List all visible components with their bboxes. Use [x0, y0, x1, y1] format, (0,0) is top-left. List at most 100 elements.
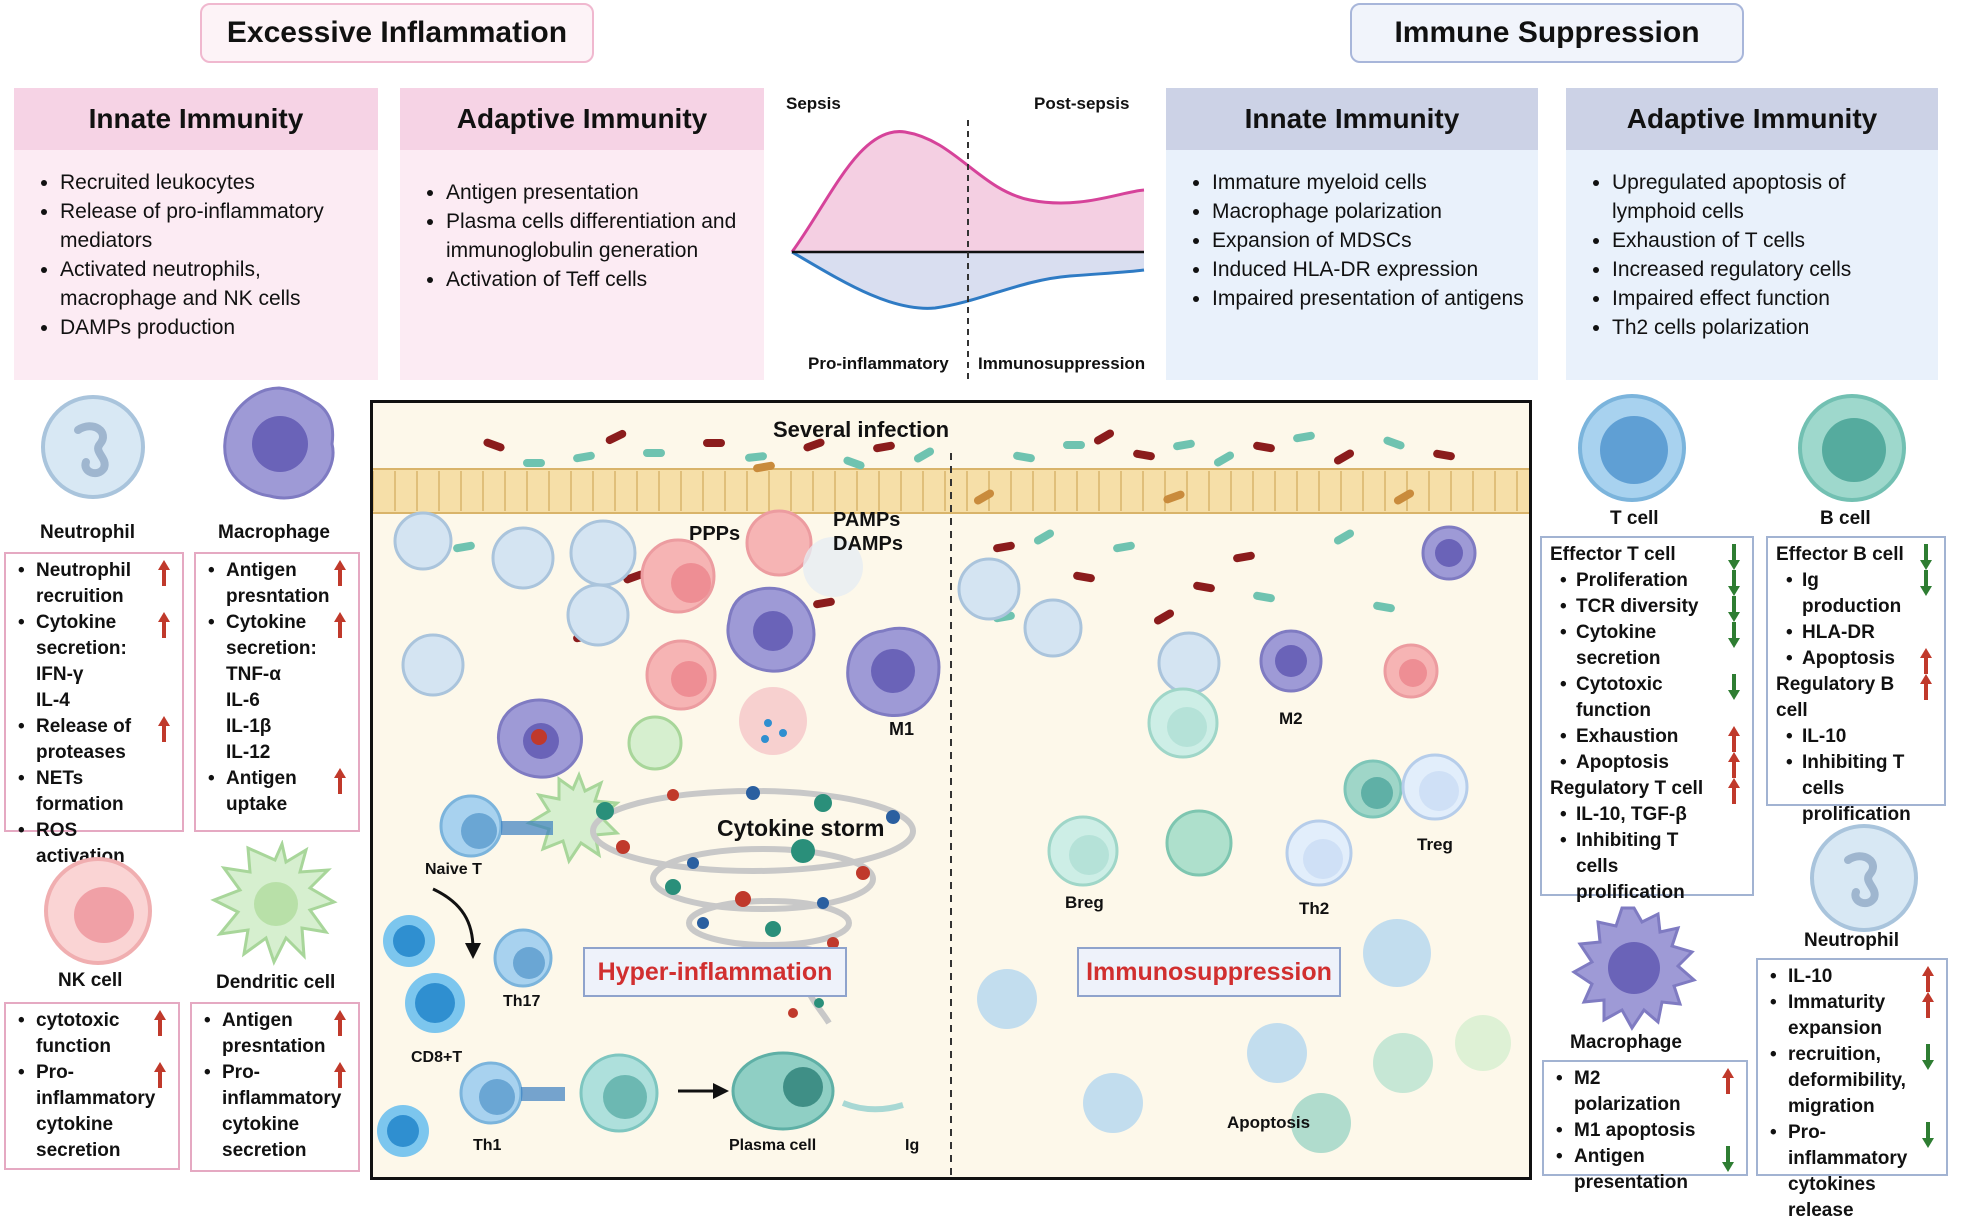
t-cell-info-box: Effector T cell •Proliferation•TCR diver…: [1540, 536, 1754, 903]
list-item: •Neutrophil recruition: [14, 558, 174, 610]
list-item: •cytotoxic function: [14, 1008, 170, 1060]
damps-label: DAMPs: [833, 533, 904, 555]
down-arrow-icon: [1920, 1120, 1936, 1158]
dendritic-cell-icon: [210, 840, 338, 966]
up-arrow-icon: [152, 1060, 168, 1098]
list-item: Antigen presentation: [446, 178, 750, 207]
down-arrow-icon: [1726, 672, 1742, 710]
list-item-text: Cytokine secretion:: [226, 612, 317, 659]
list-item: •TCR diversity: [1550, 594, 1744, 622]
up-arrow-icon: [332, 1060, 348, 1098]
immunosuppression-center-label: Immunosuppression: [1077, 947, 1341, 997]
up-arrow-icon: [1726, 750, 1742, 788]
down-arrow-icon: [1726, 568, 1742, 606]
list-item: •recruition, deformibility, migration: [1766, 1042, 1938, 1120]
list-item-text: IL-4: [36, 690, 70, 711]
neutrophil-right-icon: [1810, 824, 1918, 932]
list-item-text: IL-10: [1802, 726, 1847, 747]
list-item-text: IL-10, TGF-β: [1576, 804, 1687, 825]
up-arrow-icon: [332, 558, 348, 596]
list-item: •M2 polarization: [1552, 1066, 1738, 1118]
ig-label: Ig: [905, 1137, 920, 1154]
list-item-text: Pro-inflammatory cytokine secretion: [222, 1062, 342, 1161]
list-item: •IL-10: [1786, 726, 1847, 747]
list-item: •IL-10, TGF-β: [1560, 804, 1687, 825]
immunosuppression-area: [792, 252, 1144, 309]
list-item-text: M2 polarization: [1574, 1068, 1681, 1115]
list-item: Activation of Teff cells: [446, 265, 750, 294]
list-item: •Inhibiting T cells prolification: [1786, 752, 1911, 825]
treg-label: Treg: [1417, 835, 1453, 854]
th17-label: Th17: [503, 993, 541, 1010]
down-arrow-icon: [1918, 542, 1934, 580]
list-item: •Apoptosis: [1550, 750, 1744, 778]
list-item-text: Exhaustion: [1576, 726, 1679, 747]
list-item-text: cytotoxic function: [36, 1010, 120, 1057]
macrophage-info-box: •Antigen presntation•Cytokine secretion:…: [194, 552, 360, 832]
pro-inflammatory-label: Pro-inflammatory: [808, 354, 949, 373]
list-item-text: Pro-inflammatory cytokine secretion: [36, 1062, 156, 1161]
list-item: Release of pro-inflammatory mediators: [60, 197, 364, 255]
th2-label: Th2: [1299, 899, 1330, 918]
list-item-text: Pro-inflammatory cytokines release: [1788, 1122, 1908, 1221]
cytokine-storm-label: Cytokine storm: [717, 815, 885, 841]
list-item: •Immaturity expansion: [1766, 990, 1938, 1042]
list-item-text: Immaturity expansion: [1788, 992, 1886, 1039]
innate-immunity-left-panel: Innate Immunity Recruited leukocytesRele…: [14, 88, 378, 380]
list-item: •Exhaustion: [1550, 724, 1744, 752]
sepsis-label: Sepsis: [786, 94, 841, 113]
list-item-text: Antigen presntation: [222, 1010, 326, 1057]
excessive-inflammation-banner: Excessive Inflammation: [200, 3, 594, 63]
immunosuppression-label: Immunosuppression: [978, 354, 1146, 373]
list-item: Immature myeloid cells: [1212, 168, 1524, 197]
list-item-text: IFN-γ: [36, 664, 84, 685]
regulatory-b-cell-heading: Regulatory B cell: [1776, 672, 1936, 724]
panel-list: Recruited leukocytesRelease of pro-infla…: [34, 168, 364, 342]
list-item-text: Cytokine secretion: [1576, 622, 1661, 669]
neutrophil-right-label: Neutrophil: [1804, 930, 1899, 951]
adaptive-immunity-right-panel: Adaptive Immunity Upregulated apoptosis …: [1566, 88, 1938, 380]
macrophage-label: Macrophage: [218, 522, 330, 543]
up-arrow-icon: [332, 610, 348, 648]
list-item: •Release of proteases: [14, 714, 174, 766]
down-arrow-icon: [1726, 542, 1742, 580]
panel-title: Adaptive Immunity: [1566, 88, 1938, 150]
naive-t-label: Naive T: [425, 861, 482, 878]
effector-t-cell-list: •Proliferation•TCR diversity•Cytokine se…: [1550, 568, 1744, 778]
panel-list: Antigen presentationPlasma cells differe…: [420, 178, 750, 294]
neutrophil-info-box: •Neutrophil recruition•Cytokine secretio…: [4, 552, 184, 867]
list-item: Upregulated apoptosis of lymphoid cells: [1612, 168, 1924, 226]
several-infection-label: Several infection: [773, 417, 950, 442]
b-cell-info-box: Effector B cell •Ig production•HLA-DR•Ap…: [1766, 536, 1946, 825]
up-arrow-icon: [1720, 1066, 1736, 1104]
list-item: •Inhibiting T cells prolification: [1560, 830, 1685, 903]
immune-suppression-banner: Immune Suppression: [1350, 3, 1744, 63]
innate-immunity-right-panel: Innate Immunity Immature myeloid cellsMa…: [1166, 88, 1538, 380]
sepsis-curve-graph: [790, 120, 1145, 380]
macrophage-right-icon: [1571, 906, 1698, 1031]
panel-list: Immature myeloid cellsMacrophage polariz…: [1186, 168, 1524, 313]
list-item-text: M1 apoptosis: [1574, 1120, 1696, 1141]
down-arrow-icon: [1918, 568, 1934, 606]
list-item: IL-12: [204, 740, 350, 766]
up-arrow-icon: [1726, 724, 1742, 762]
list-item: Recruited leukocytes: [60, 168, 364, 197]
list-item: •Antigen presntation: [200, 1008, 350, 1060]
apoptosis-label: Apoptosis: [1227, 1113, 1311, 1132]
list-item: IL-1β: [204, 714, 350, 740]
nk-cell-icon: [44, 857, 152, 965]
regulatory-t-cell-heading: Regulatory T cell: [1550, 776, 1744, 804]
list-item: Induced HLA-DR expression: [1212, 255, 1524, 284]
effector-b-cell-list: •Ig production•HLA-DR•Apoptosis: [1776, 568, 1936, 674]
panel-title: Adaptive Immunity: [400, 88, 764, 150]
list-item-text: Neutrophil recruition: [36, 560, 131, 607]
plasma-cell-label: Plasma cell: [729, 1137, 817, 1154]
nk-cell-info-box: •cytotoxic function•Pro-inflammatory cyt…: [4, 1002, 180, 1170]
hyper-inflammation-label: Hyper-inflammation: [583, 947, 847, 997]
regulatory-t-cell-list: •IL-10, TGF-β •Inhibiting T cells prolifi…: [1550, 802, 1744, 906]
neutrophil-right-info-box: •IL-10•Immaturity expansion•recruition, …: [1756, 958, 1948, 1221]
post-sepsis-label: Post-sepsis: [1034, 94, 1130, 113]
list-item: •Ig production: [1776, 568, 1936, 620]
list-item-text: IL-12: [226, 742, 271, 763]
up-arrow-icon: [156, 610, 172, 648]
